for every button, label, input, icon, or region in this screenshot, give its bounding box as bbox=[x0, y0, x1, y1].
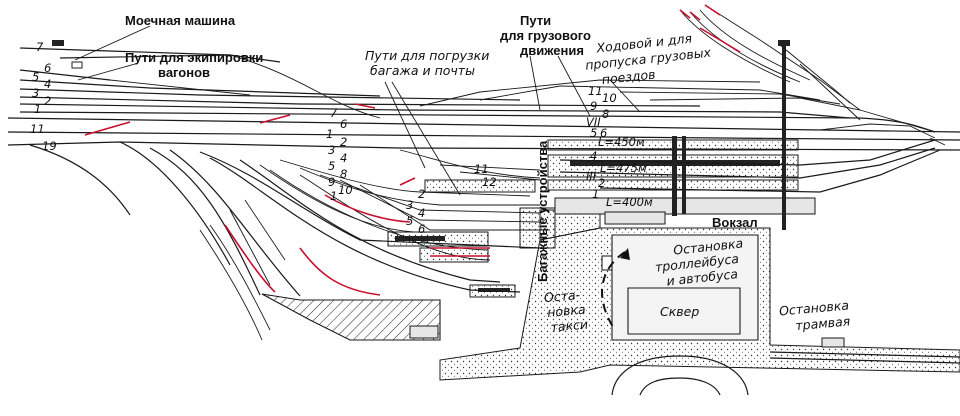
signal-masts bbox=[52, 40, 790, 230]
freight-yard bbox=[261, 293, 441, 341]
mid-track-number: 8 bbox=[340, 167, 347, 181]
lower-track-number: 3 bbox=[406, 198, 413, 212]
right-track-number: 1 bbox=[592, 187, 599, 201]
tram-stop-label-line2: трамвая bbox=[795, 313, 851, 333]
forecourt-area bbox=[439, 209, 960, 396]
main-tracks bbox=[7, 4, 960, 341]
lower-track-number: 2 bbox=[418, 187, 425, 201]
platform-length-3: L=400м bbox=[606, 195, 653, 209]
mid-track-number: 11 bbox=[474, 162, 489, 176]
left-track-number: 2 bbox=[44, 94, 51, 108]
baggage-devices-label: Багажные устройства bbox=[535, 140, 550, 282]
servicing-label-line1: Пути для экипировки bbox=[125, 50, 263, 65]
mid-track-number: 5 bbox=[328, 159, 335, 173]
tram-line bbox=[769, 351, 960, 358]
taxi-route-arrow bbox=[601, 251, 626, 331]
trolley-stop-label-line3: и автобуса bbox=[666, 266, 739, 288]
right-track-number: 11 bbox=[588, 84, 603, 98]
mid-track-number: 12 bbox=[482, 175, 497, 189]
right-track-number: 10 bbox=[602, 91, 617, 105]
baggage-mail-label-line2: багажа и почты bbox=[370, 63, 475, 78]
highlighted-tracks bbox=[84, 4, 741, 296]
square bbox=[627, 287, 741, 335]
washer-label: Моечная машина bbox=[125, 13, 236, 28]
loop-road bbox=[611, 355, 749, 396]
freight-label-line3: движения bbox=[520, 43, 584, 58]
left-track-number: 3 bbox=[32, 86, 39, 100]
right-track-number: 8 bbox=[602, 107, 609, 121]
diagram-labels: Моечная машина Пути для экипировки вагон… bbox=[30, 13, 851, 335]
platform-length-1: L=450м bbox=[598, 135, 645, 149]
trolley-stop-label-line1: Остановка bbox=[673, 235, 744, 257]
right-track-number: 4 bbox=[590, 149, 597, 163]
right-track-number: 9 bbox=[590, 99, 597, 113]
right-track-number: 2 bbox=[598, 176, 605, 190]
baggage-devices-area bbox=[519, 207, 556, 249]
tram-stop-label-line1: Остановка bbox=[778, 297, 849, 318]
left-track-number: 6 bbox=[44, 61, 51, 75]
platform-length-2: L=475м bbox=[600, 161, 647, 175]
tram-stop-shelter bbox=[821, 337, 845, 348]
taxi-stop-marker bbox=[601, 255, 613, 271]
left-track-number: 5 bbox=[32, 70, 39, 84]
lower-track-number: 5 bbox=[406, 214, 413, 228]
right-track-number: 5 bbox=[590, 126, 597, 140]
taxi-label-line3: такси bbox=[550, 316, 589, 334]
left-track-number: 4 bbox=[44, 77, 51, 91]
station-label: Вокзал bbox=[712, 215, 758, 230]
right-track-number: 6 bbox=[600, 126, 607, 140]
left-track-number: 11 bbox=[30, 122, 45, 136]
mid-track-number: 3 bbox=[328, 143, 335, 157]
left-track-number: 19 bbox=[42, 139, 57, 153]
mid-track-number: 7 bbox=[330, 106, 338, 120]
freight-label-line1: Пути bbox=[520, 13, 551, 28]
right-track-number: VII bbox=[586, 115, 601, 129]
mid-track-number: 6 bbox=[340, 117, 347, 131]
right-track-number: III bbox=[586, 169, 597, 183]
label-pointers bbox=[74, 25, 641, 196]
mid-track-number: 4 bbox=[340, 151, 347, 165]
taxi-label-line2: новка bbox=[547, 302, 587, 320]
baggage-mail-label-line1: Пути для погрузки bbox=[365, 48, 489, 63]
mid-track-number: 2 bbox=[340, 135, 347, 149]
left-track-number: 7 bbox=[36, 40, 44, 54]
mid-track-number: 1 bbox=[326, 127, 333, 141]
mid-track-number: 9 bbox=[328, 175, 335, 189]
freight-shed bbox=[409, 325, 439, 339]
servicing-label-line2: вагонов bbox=[158, 65, 210, 80]
taxi-label-line1: Оста- bbox=[543, 287, 581, 305]
lower-track-number: 6 bbox=[418, 222, 425, 236]
mid-track-number: 10 bbox=[338, 183, 353, 197]
left-track-number: 1 bbox=[34, 102, 41, 116]
lower-track-number: 1 bbox=[330, 189, 337, 203]
square-label: Сквер bbox=[660, 304, 699, 319]
running-freight-label-line3: поездов bbox=[601, 67, 656, 88]
freight-label-line2: для грузового bbox=[500, 28, 591, 43]
lower-track-number: 4 bbox=[418, 206, 425, 220]
